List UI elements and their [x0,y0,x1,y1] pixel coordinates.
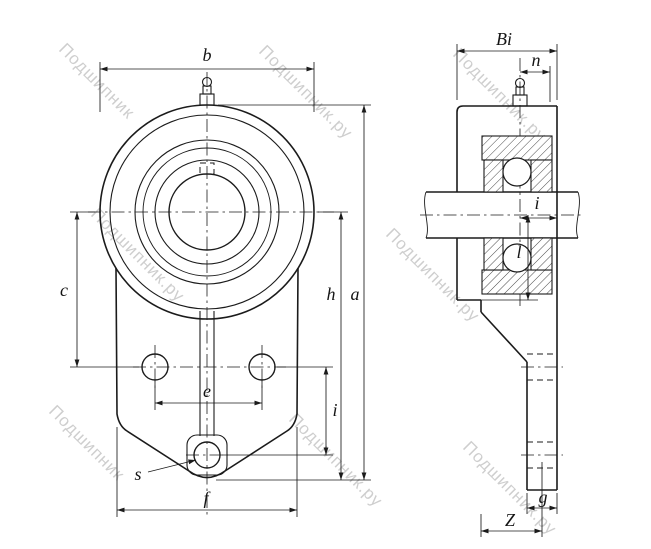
dim-Bi: Bi [456,29,558,100]
dim-l: l [481,215,538,301]
bearing-ball-bottom [502,243,532,273]
dim-g-label: g [539,487,548,507]
dim-f-label: f [203,488,211,508]
side-view: Bi n i l g Z [420,29,584,537]
dim-c-label: c [60,280,68,300]
flange-body-outline [115,267,299,479]
flange-inner-circle [109,114,305,310]
watermark-text: Подшипник.ру [87,204,188,305]
shaft-break-left [424,191,428,239]
dim-b-label: b [203,45,212,65]
dim-c: c [60,211,139,368]
dim-l-label: l [516,242,521,262]
dim-s-label: s [134,464,141,484]
dim-i-front-label: i [332,400,337,420]
hidden-hole-lines [527,353,557,469]
watermark-text: Подшипник [45,401,128,484]
housing-seat-circle [134,139,280,285]
dim-n: n [520,50,551,102]
shaft-break-right [576,191,580,239]
dim-h: h [216,211,371,481]
watermark-text: Подшипник.ру [255,41,356,142]
dim-i-side-label: i [534,193,539,213]
inner-ring-section-top-left [483,159,504,193]
front-view: b c h a e [60,45,371,517]
grease-nipple-side [512,77,528,107]
setscrew-hidden-detail [199,162,215,175]
dim-h-label: h [327,284,336,304]
inner-ring-circle [154,159,260,265]
bearing-section [481,135,553,295]
grease-nipple-ball [514,77,526,89]
dim-s: s [134,459,197,484]
bolt-hole-right [248,353,276,381]
hub-top-profile [456,105,557,192]
inner-ring-section-bottom-right [530,237,553,271]
bolt-hole-left [141,353,169,381]
grease-nipple-front [199,76,215,106]
dim-b: b [99,45,315,112]
watermark-text: Подшипник.ру [285,409,386,510]
dim-n-label: n [532,50,541,70]
dim-a-label: a [351,284,360,304]
outer-ring-section-bottom [481,269,553,295]
inner-ring-section-top-right [530,159,553,193]
front-view-centerlines [88,72,334,515]
dim-f: f [116,427,298,517]
outer-ring-section-top [481,135,553,161]
bearing-ball-top [502,157,532,187]
watermark-text: Подшипник [55,39,138,122]
dim-Z-label: Z [505,510,516,530]
dim-Bi-label: Bi [496,29,512,49]
dim-e-label: e [203,381,211,401]
watermark-text: Подшипник.ру [382,224,483,325]
dim-i-front: i [222,366,338,456]
outer-ring-circle [142,147,272,277]
dim-Z: Z [480,462,543,537]
dim-a: a [218,104,371,480]
dim-i-side: i [520,193,557,221]
bolt-hole-bottom [193,441,221,469]
grease-nipple-ball [201,76,213,88]
gusset-diagonal [480,311,528,363]
dim-e: e [154,381,263,410]
housing-profile [456,105,558,491]
inner-ring-section-bottom-left [483,237,504,271]
